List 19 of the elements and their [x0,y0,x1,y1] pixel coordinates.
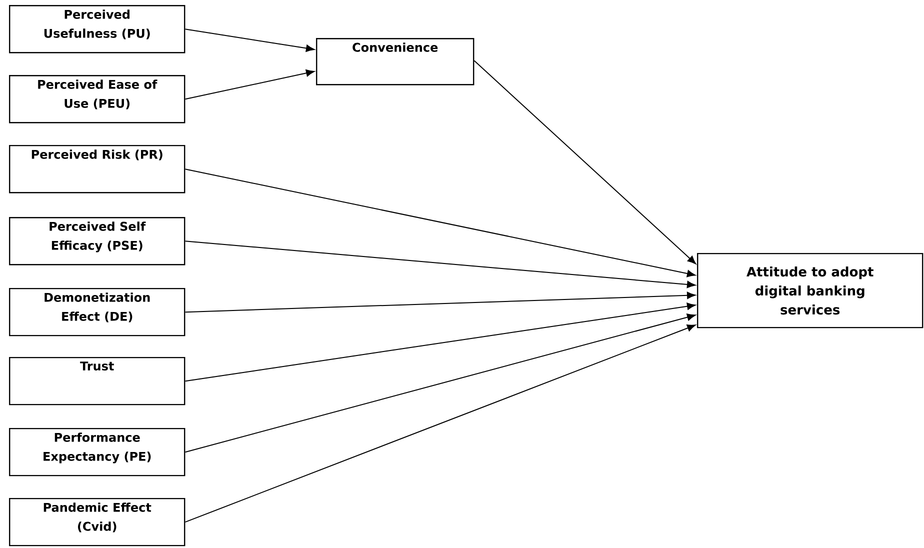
factor-box: Perceived Ease of Use (PEU) [9,75,186,124]
arrow [184,168,696,278]
factor-box: Pandemic Effect (Cvid) [9,498,186,546]
factor-box: Convenience [316,38,474,86]
arrow [184,314,696,453]
arrow [184,240,696,288]
factor-box: Perceived Usefulness (PU) [9,5,186,54]
factor-box: Perceived Self Efficacy (PSE) [9,217,186,266]
arrow [184,292,696,313]
factor-box: Trust [9,356,186,406]
arrow [184,324,696,523]
factor-box: Performance Expectancy (PE) [9,428,186,476]
factor-box: Perceived Risk (PR) [9,144,186,194]
arrow [474,60,696,264]
factor-box: Demonetization Effect (DE) [9,288,186,336]
arrow [184,28,315,52]
outcome-box: Attitude to adopt digital banking services [697,252,924,328]
arrow [184,70,315,100]
arrow [184,302,696,382]
